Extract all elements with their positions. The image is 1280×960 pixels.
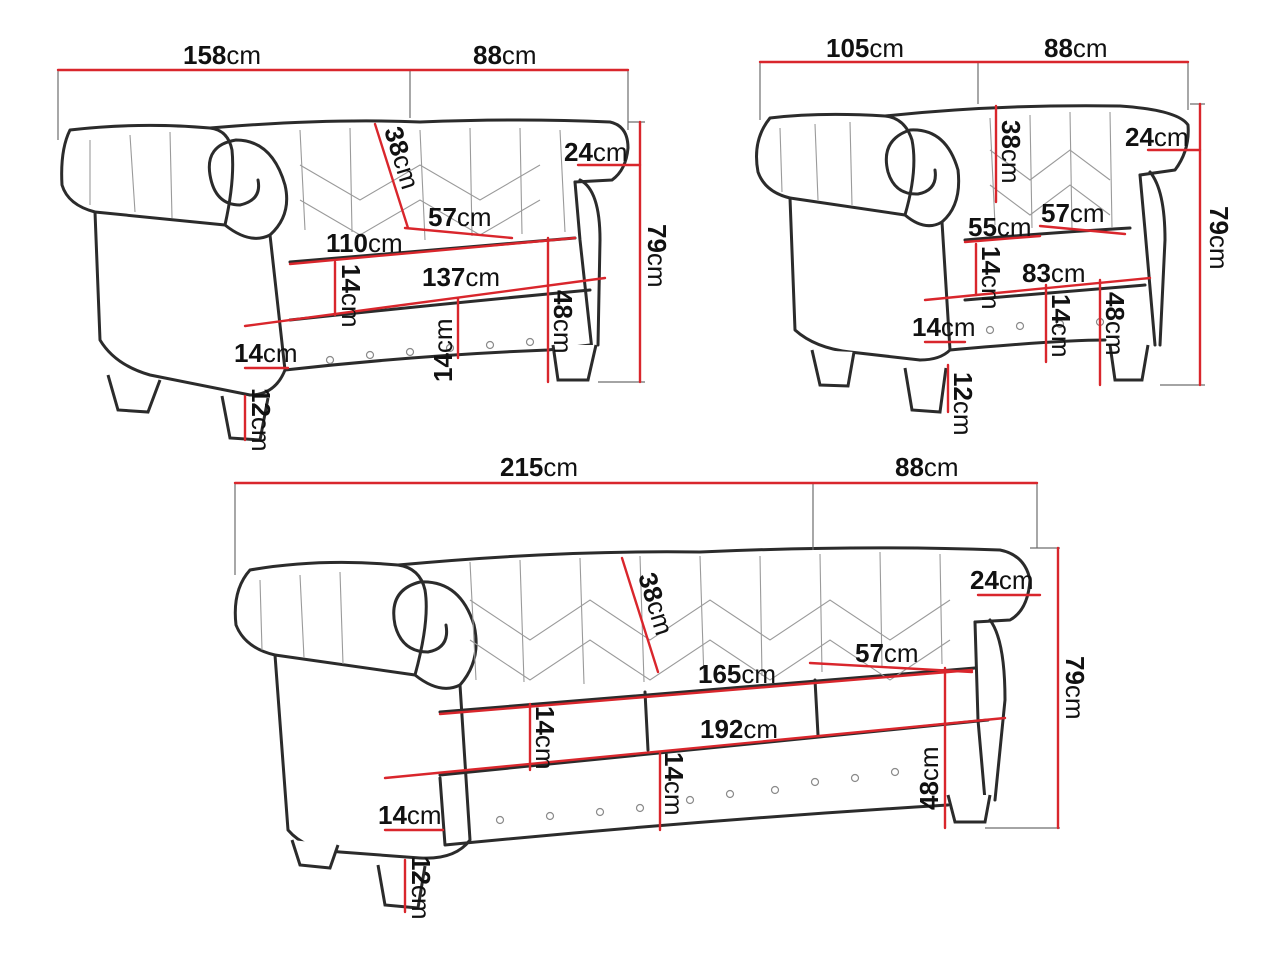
sofa3-seat-height-label: 48cm [914,746,944,810]
sofa2-seat-height-label: 48cm [548,290,578,354]
sofa3-height-label: 79cm [1060,656,1090,720]
sofa3-depth-label: 88cm [895,452,959,482]
sofa2-arm-label: 24cm [564,137,628,167]
sofa3-front-panel-label: 14cm [659,752,689,816]
sofa2-base-front-label: 14cm [234,338,298,368]
armchair-front-panel-label: 14cm [1046,294,1076,358]
armchair-cushion-label: 14cm [976,246,1006,310]
sofa3-arm-label: 24cm [970,565,1034,595]
sofa3-seat-width-label: 165cm [698,659,776,689]
sofa-2-seater-dimension-lines [56,68,645,442]
armchair-labels: 105cm 88cm 38cm 24cm 79cm 55cm 57cm 14cm… [826,33,1234,436]
sofa-2-seater: 158cm 88cm 38cm 24cm 79cm 57cm 110cm 14c… [56,40,672,452]
sofa2-inner-width-label: 137cm [422,262,500,292]
armchair-dimension-lines [758,60,1205,414]
sofa2-leg-label: 12cm [246,388,276,452]
armchair-inner-width-label: 83cm [1022,258,1086,288]
armchair-backrest-label: 38cm [996,120,1026,184]
sofa3-base-front-label: 14cm [378,800,442,830]
sofa-2-seater-labels: 158cm 88cm 38cm 24cm 79cm 57cm 110cm 14c… [183,40,672,452]
armchair: 105cm 88cm 38cm 24cm 79cm 55cm 57cm 14cm… [755,33,1234,436]
sofa2-seat-depth-label: 57cm [428,202,492,232]
sofa-3-seater-drawing [233,546,1032,910]
armchair-drawing [755,104,1190,414]
armchair-leg-label: 12cm [948,372,978,436]
armchair-seat-height-label: 48cm [1100,292,1130,356]
sofa2-seat-width-label: 110cm [326,228,403,258]
sofa-3-seater-dimension-lines [233,481,1060,914]
sofa2-depth-label: 88cm [473,40,537,70]
armchair-seat-depth-label: 57cm [1041,198,1105,228]
sofa2-front-panel-label: 14cm [428,318,458,382]
sofa3-backrest-label: 38cm [632,569,679,639]
armchair-base-front-label: 14cm [912,312,976,342]
armchair-arm-label: 24cm [1125,122,1189,152]
sofa2-cushion-label: 14cm [336,264,366,328]
sofa2-height-label: 79cm [642,224,672,288]
sofa3-inner-width-label: 192cm [700,714,778,744]
armchair-width-label: 105cm [826,33,904,63]
sofa3-seat-depth-label: 57cm [855,638,919,668]
sofa-3-seater: 215cm 88cm 38cm 24cm 165cm 57cm 192cm 79… [233,452,1090,920]
sofa-3-seater-labels: 215cm 88cm 38cm 24cm 165cm 57cm 192cm 79… [378,452,1090,920]
sofa2-width-label: 158cm [183,40,261,70]
sofa3-width-label: 215cm [500,452,578,482]
armchair-seat-width-label: 55cm [968,212,1032,242]
sofa3-cushion-label: 14cm [530,706,560,770]
armchair-depth-label: 88cm [1044,33,1108,63]
armchair-height-label: 79cm [1204,206,1234,270]
sofa3-leg-label: 12cm [406,856,436,920]
